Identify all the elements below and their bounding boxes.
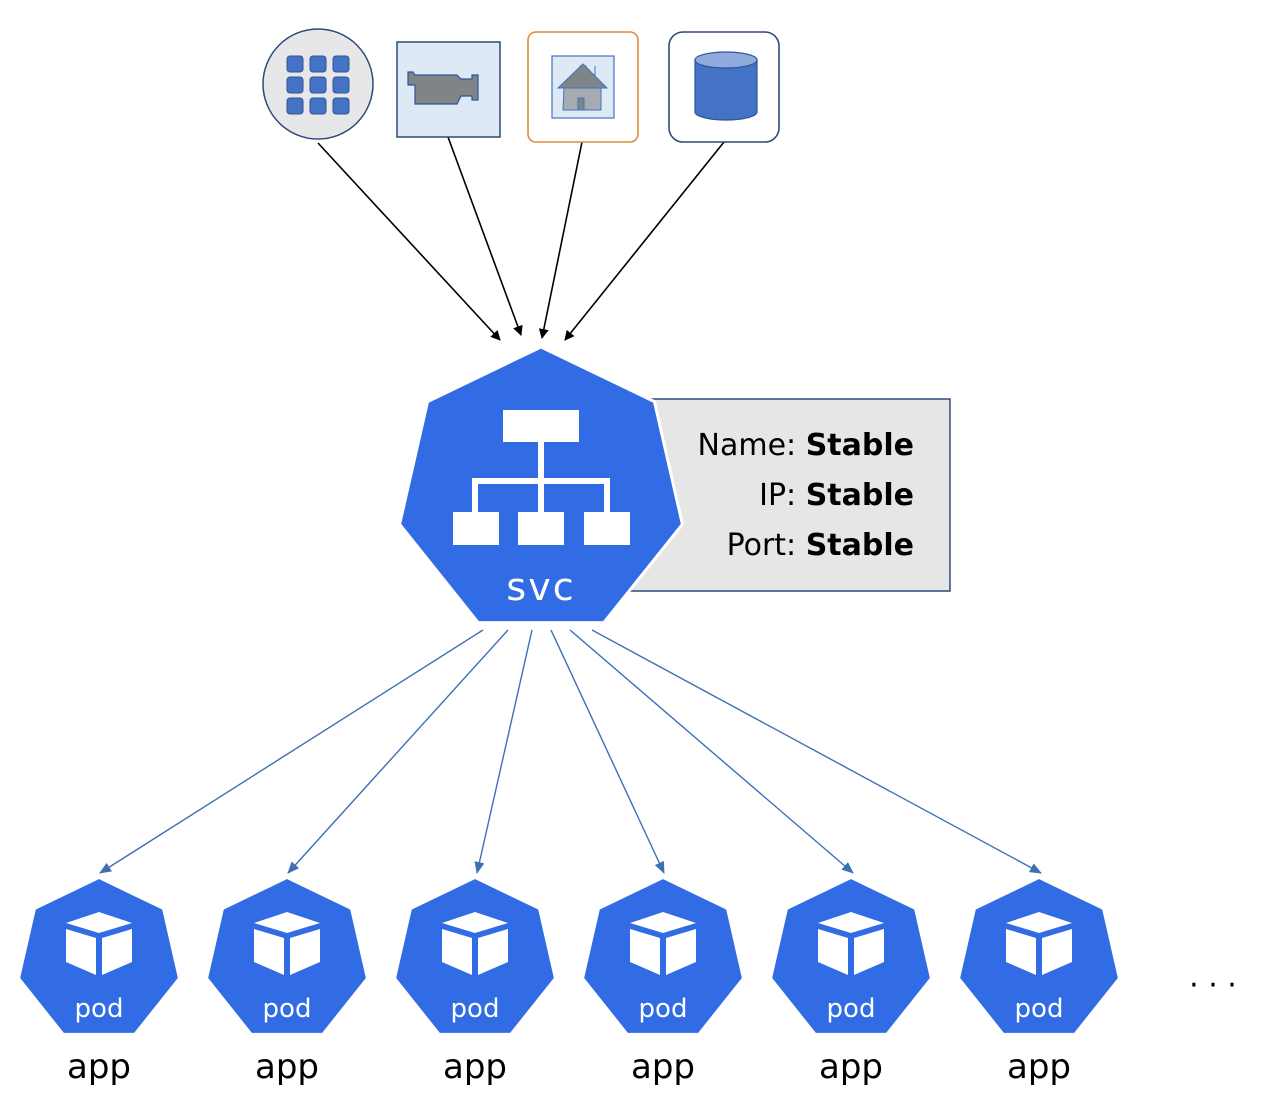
arrow-home-to-svc xyxy=(538,141,583,339)
video-camera-icon xyxy=(407,71,479,105)
client-video-camera[interactable] xyxy=(396,41,501,138)
more-pods-ellipsis: · · · xyxy=(1189,968,1237,1003)
pod-heptagon xyxy=(958,877,1120,1035)
info-ip-line: IP: Stable xyxy=(759,478,914,513)
pod-heptagon xyxy=(206,877,368,1035)
cube-icon xyxy=(1006,912,1072,975)
cube-icon xyxy=(630,912,696,975)
pod-label: pod xyxy=(639,994,688,1024)
pod-heptagon xyxy=(582,877,744,1035)
pod-label: pod xyxy=(827,994,876,1024)
pod-label: pod xyxy=(263,994,312,1024)
arrow-db-to-svc xyxy=(564,141,725,341)
app-label: app xyxy=(443,1047,507,1087)
service-node[interactable]: svc xyxy=(398,345,684,625)
pod-node[interactable]: pod app xyxy=(394,877,556,1087)
arrow-svc-to-pod-3 xyxy=(474,629,533,874)
pod-node[interactable]: pod app xyxy=(958,877,1120,1087)
pod-node[interactable]: pod app xyxy=(582,877,744,1087)
arrow-svc-to-pod-5 xyxy=(569,629,854,874)
cube-icon xyxy=(254,912,320,975)
pod-node[interactable]: pod app xyxy=(206,877,368,1087)
arrow-svc-to-pod-4 xyxy=(550,629,665,874)
app-label: app xyxy=(255,1047,319,1087)
pod-label: pod xyxy=(75,994,124,1024)
app-label: app xyxy=(819,1047,883,1087)
arrow-svc-to-pod-2 xyxy=(287,629,509,874)
app-grid-icon xyxy=(286,55,350,115)
client-arrows xyxy=(317,136,725,341)
app-label: app xyxy=(1007,1047,1071,1087)
arrow-svc-to-pod-1 xyxy=(99,629,484,874)
pod-label: pod xyxy=(1015,994,1064,1024)
client-home[interactable] xyxy=(527,31,639,143)
cube-icon xyxy=(818,912,884,975)
pod-node[interactable]: pod app xyxy=(770,877,932,1087)
app-label: app xyxy=(631,1047,695,1087)
pod-heptagon xyxy=(18,877,180,1035)
pod-arrows xyxy=(99,629,1042,874)
database-cylinder-icon xyxy=(694,51,758,121)
info-name-line: Name: Stable xyxy=(698,428,914,463)
hierarchy-network-icon xyxy=(453,410,630,545)
pod-heptagon xyxy=(770,877,932,1035)
cube-icon xyxy=(442,912,508,975)
cube-icon xyxy=(66,912,132,975)
house-icon xyxy=(551,55,615,119)
arrow-svc-to-pod-6 xyxy=(591,629,1042,874)
service-label: svc xyxy=(506,565,575,609)
client-database[interactable] xyxy=(668,31,780,143)
arrow-camera-to-svc xyxy=(447,136,523,336)
service-info-box: Name: Stable IP: Stable Port: Stable xyxy=(629,398,951,592)
client-app-grid[interactable] xyxy=(262,28,374,140)
app-label: app xyxy=(67,1047,131,1087)
pod-heptagon xyxy=(394,877,556,1035)
pod-list: pod app pod app pod app pod app pod app pod app xyxy=(18,877,1120,1087)
pod-node[interactable]: pod app xyxy=(18,877,180,1087)
pod-label: pod xyxy=(451,994,500,1024)
arrow-grid-to-svc xyxy=(317,142,501,341)
info-port-line: Port: Stable xyxy=(727,528,914,563)
